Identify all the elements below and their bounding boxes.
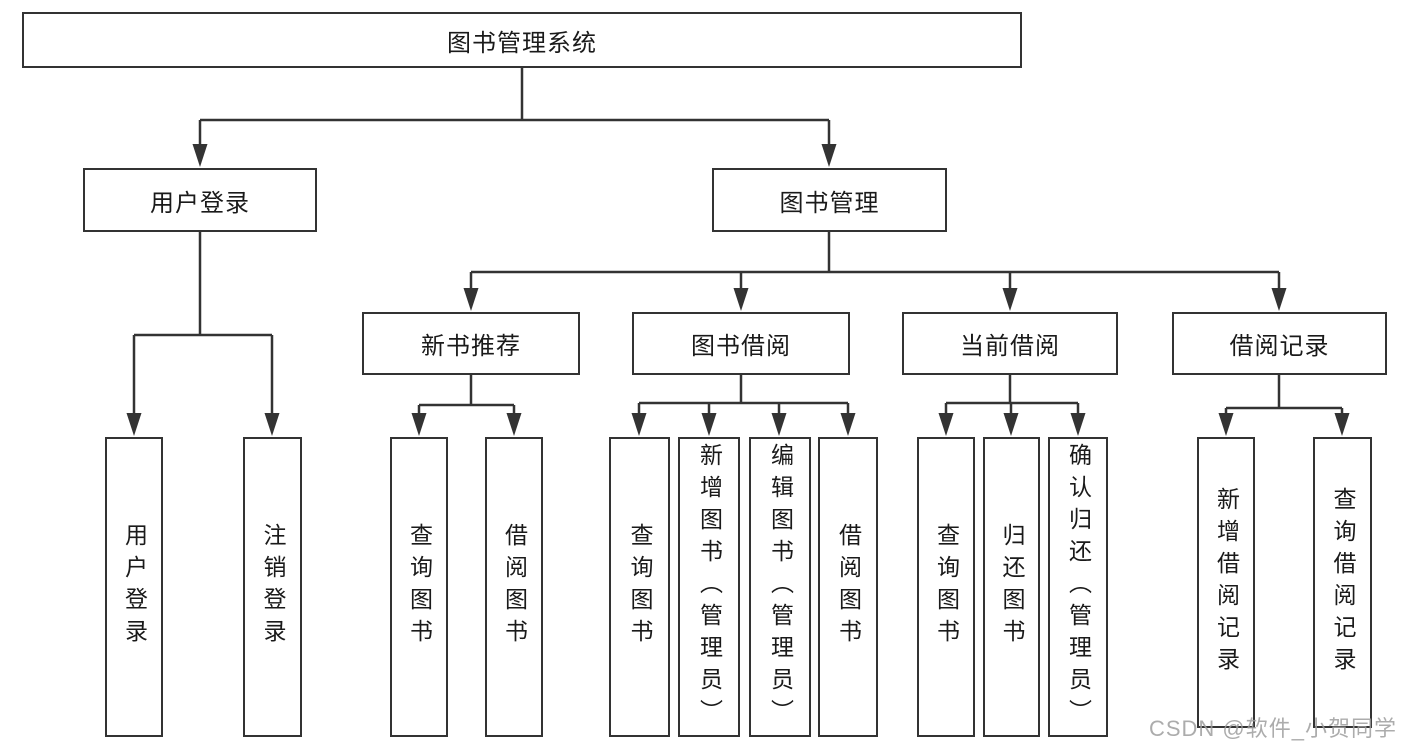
leaf-records-add-label: 新增借阅记录 <box>1213 486 1240 679</box>
leaf-newbooks-query-label: 查询图书 <box>406 523 433 651</box>
leaf-borrow-book-label: 借阅图书 <box>835 523 862 651</box>
leaf-current-return: 归还图书 <box>983 437 1040 737</box>
leaf-current-confirm-admin-label: 确认归还（管理员） <box>1065 443 1092 731</box>
leaf-user-login: 用户登录 <box>105 437 163 737</box>
node-book-management: 图书管理 <box>712 168 947 232</box>
node-user-login: 用户登录 <box>83 168 317 232</box>
leaf-logout: 注销登录 <box>243 437 302 737</box>
node-user-login-label: 用户登录 <box>150 189 250 217</box>
node-book-management-label: 图书管理 <box>779 189 880 217</box>
leaf-borrow-query-label: 查询图书 <box>627 523 653 651</box>
leaf-current-query: 查询图书 <box>917 437 975 737</box>
leaf-borrow-edit-admin-label: 编辑图书（管理员） <box>767 443 794 731</box>
leaf-newbooks-borrow-label: 借阅图书 <box>501 523 528 651</box>
node-new-book-recommend: 新书推荐 <box>362 312 580 375</box>
leaf-records-query: 查询借阅记录 <box>1313 437 1372 728</box>
leaf-borrow-edit-admin: 编辑图书（管理员） <box>749 437 811 737</box>
leaf-borrow-book: 借阅图书 <box>818 437 878 737</box>
node-new-book-recommend-label: 新书推荐 <box>421 333 521 360</box>
node-root: 图书管理系统 <box>22 12 1022 68</box>
leaf-records-add: 新增借阅记录 <box>1197 437 1255 728</box>
leaf-borrow-add-admin-label: 新增图书（管理员） <box>696 443 723 731</box>
node-root-label: 图书管理系统 <box>447 29 597 57</box>
leaf-user-login-label: 用户登录 <box>121 523 148 651</box>
leaf-newbooks-query: 查询图书 <box>390 437 448 737</box>
leaf-current-return-label: 归还图书 <box>999 523 1025 651</box>
leaf-borrow-add-admin: 新增图书（管理员） <box>678 437 740 737</box>
leaf-records-query-label: 查询借阅记录 <box>1330 486 1356 679</box>
leaf-logout-label: 注销登录 <box>260 523 286 651</box>
leaf-newbooks-borrow: 借阅图书 <box>485 437 543 737</box>
node-current-borrow-label: 当前借阅 <box>960 333 1060 360</box>
node-book-borrow: 图书借阅 <box>632 312 850 375</box>
node-borrow-records: 借阅记录 <box>1172 312 1387 375</box>
node-book-borrow-label: 图书借阅 <box>691 333 791 360</box>
node-borrow-records-label: 借阅记录 <box>1229 333 1330 360</box>
node-current-borrow: 当前借阅 <box>902 312 1118 375</box>
leaf-current-query-label: 查询图书 <box>933 523 960 651</box>
leaf-borrow-query: 查询图书 <box>609 437 670 737</box>
leaf-current-confirm-admin: 确认归还（管理员） <box>1048 437 1108 737</box>
